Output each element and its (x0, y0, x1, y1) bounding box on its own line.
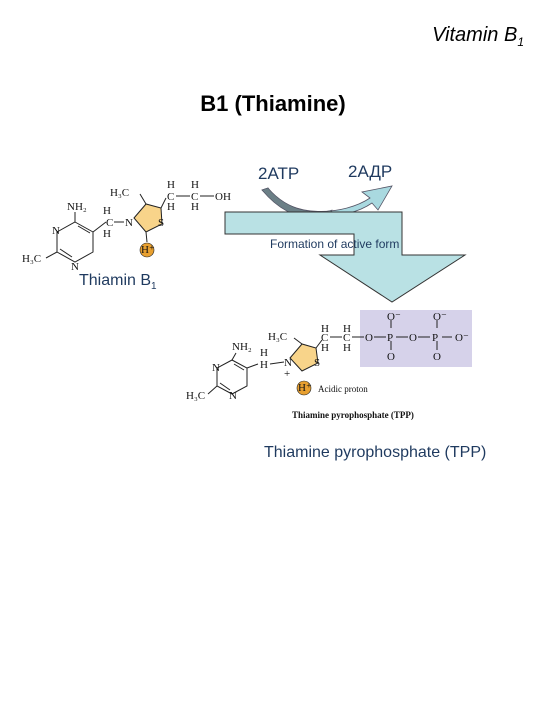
thiamin-c2: C (191, 191, 198, 203)
thiamin-h3c-thiazole: H₃C (110, 187, 129, 199)
tpp-h3c-methyl: H₃C (186, 390, 205, 402)
atp-label: 2ATP (258, 164, 300, 183)
tpp-p1: P (387, 332, 393, 344)
tpp-h4: H (343, 342, 351, 354)
tpp-o-minus-end: O⁻ (455, 332, 469, 344)
thiamin-caption: Thiamin B1 (79, 272, 157, 292)
thiamin-pyrimidine-n1: N (52, 225, 60, 237)
thiamin-thiazole-n: N (125, 217, 133, 229)
tpp-o2: O (409, 332, 417, 344)
adp-label: 2АДР (348, 162, 393, 181)
tpp-bridge-h1: H (260, 347, 268, 359)
thiamin-hplus: H⁺ (141, 244, 155, 256)
tpp-n-plus: + (284, 368, 290, 380)
tpp-c1: C (321, 332, 328, 344)
thiamin-molecule: NH₂ H₃C N N H C H N S H₃C H C H H C H OH… (22, 179, 231, 273)
tpp-molecule: NH₂ H₃C N N H H N + S H₃C H C H H C H O … (186, 310, 472, 402)
tpp-bridge-h2: H (260, 359, 268, 371)
thiamin-h2: H (167, 201, 175, 213)
formation-of-active-form-label: Formation of active form (270, 237, 400, 251)
slide-section-header: Vitamin B1 (300, 24, 524, 49)
tpp-o-p2-bottom: O (433, 351, 441, 363)
tpp-pyrimidine-n2: N (229, 390, 237, 402)
header-title-subscript: 1 (517, 35, 524, 49)
tpp-h1: H (321, 323, 329, 335)
thiamin-caption-main: Thiamin B (79, 272, 152, 289)
thiamin-c1: C (167, 191, 174, 203)
thiamin-oh: OH (215, 191, 231, 203)
phosphate-highlight-box (360, 310, 472, 367)
tpp-h3c-thiazole: H₃C (268, 331, 287, 343)
slide-title: B1 (Thiamine) (200, 91, 346, 116)
header-title-main: Vitamin B (432, 24, 518, 46)
thiamin-c-bridge: C (106, 217, 113, 229)
tpp-caption: Thiamine pyrophosphate (TPP) (264, 444, 487, 461)
tpp-p2: P (432, 332, 438, 344)
thiamin-h3: H (191, 179, 199, 191)
thiamin-thiazole-s: S (158, 217, 164, 229)
tpp-hplus: H⁺ (298, 382, 312, 394)
thiamin-nh2: NH₂ (67, 201, 87, 213)
tpp-h2: H (321, 342, 329, 354)
tpp-o1: O (365, 332, 373, 344)
tpp-nh2: NH₂ (232, 341, 252, 353)
thiamin-h-top: H (103, 205, 111, 217)
tpp-thiazole-s: S (314, 357, 320, 369)
tpp-c2: C (343, 332, 350, 344)
formation-arrow (224, 211, 467, 303)
tpp-pyrimidine-n1: N (212, 362, 220, 374)
thiamin-h4: H (191, 201, 199, 213)
thiamin-h3c-methyl: H₃C (22, 253, 41, 265)
thiamin-h-bottom: H (103, 228, 111, 240)
thiamin-caption-subscript: 1 (151, 281, 157, 293)
acidic-proton-label: Acidic proton (318, 384, 368, 394)
tpp-figure-caption: Thiamine pyrophosphate (TPP) (292, 410, 414, 420)
thiamin-h1: H (167, 179, 175, 191)
tpp-o-minus-p2: O⁻ (433, 311, 447, 323)
tpp-o-p1-bottom: O (387, 351, 395, 363)
tpp-thiazole-n: N (284, 357, 292, 369)
thiamin-pyrimidine-n2: N (71, 261, 79, 273)
tpp-h3: H (343, 323, 351, 335)
tpp-o-minus-p1: O⁻ (387, 311, 401, 323)
